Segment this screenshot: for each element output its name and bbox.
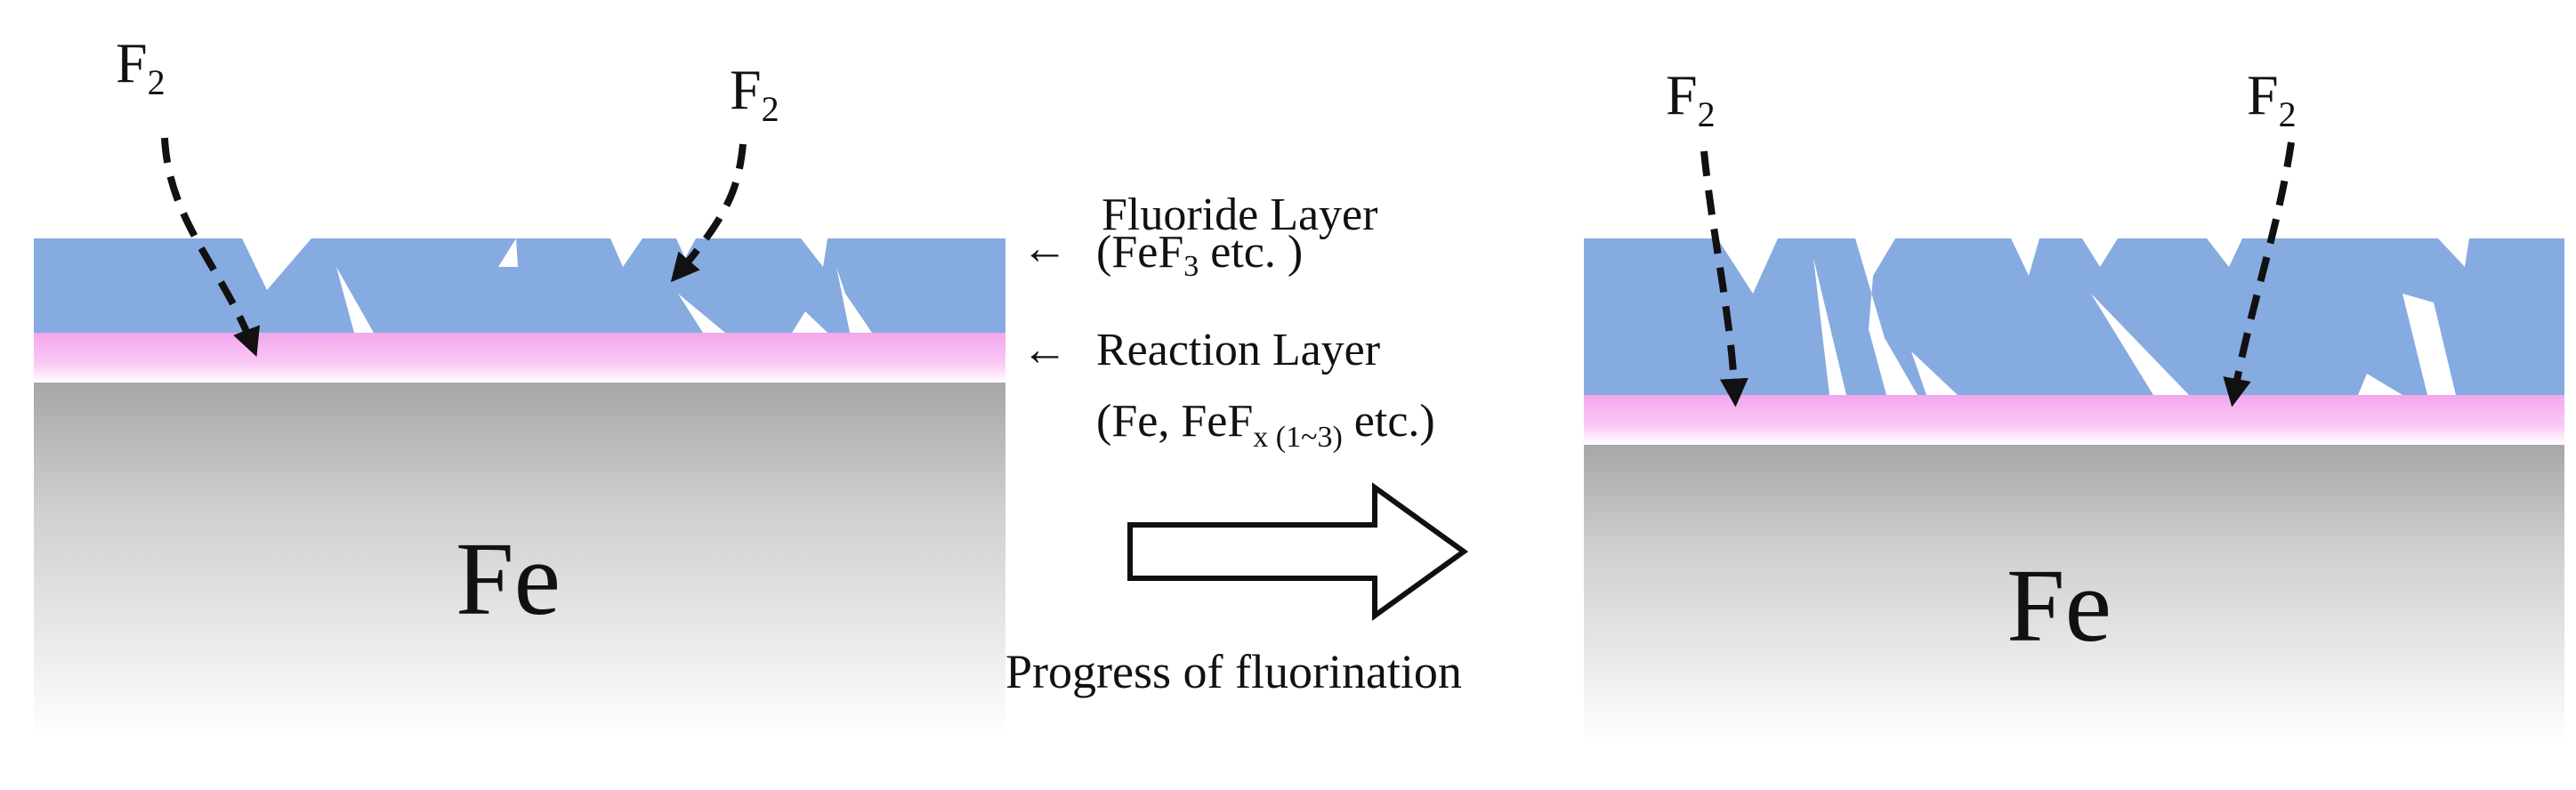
left-f2-label-2: F2 — [730, 58, 779, 129]
right-iron-substrate — [1584, 440, 2564, 743]
fluoride-layer-formula: (FeF3 etc. ) — [1096, 227, 1303, 283]
reaction-pointer-arrow: ← — [1022, 325, 1068, 375]
reaction-layer-formula: (Fe, FeFx (1~3) etc.) — [1096, 396, 1435, 454]
right-reaction-layer — [1584, 395, 2564, 445]
right-f2-arrow-1 — [1700, 150, 1748, 407]
right-arrow-icon — [1127, 482, 1469, 621]
left-f2-label-1: F2 — [116, 31, 166, 102]
left-reaction-layer — [34, 333, 1005, 383]
right-f2-label-2: F2 — [2247, 63, 2297, 134]
layer-annotations: Fluoride Layer ← (FeF3 etc. ) ← Reaction… — [1005, 189, 1469, 698]
right-f2-arrow-2 — [2223, 141, 2295, 407]
left-f2-arrow-1 — [161, 137, 260, 357]
right-panel: F2 F2 Fe — [1584, 63, 2564, 743]
right-f2-label-1: F2 — [1666, 63, 1716, 134]
reaction-layer-title: Reaction Layer — [1096, 325, 1380, 375]
left-panel: F2 F2 Fe — [34, 31, 1005, 738]
fluoride-pointer-arrow: ← — [1022, 223, 1068, 274]
left-iron-substrate — [34, 378, 1005, 738]
left-fluoride-layer — [34, 238, 1005, 333]
left-substrate-label: Fe — [456, 520, 561, 637]
fluoride-layer-title: Fluoride Layer — [1102, 189, 1377, 240]
left-f2-arrow-2 — [670, 143, 747, 283]
right-substrate-label: Fe — [2007, 547, 2112, 664]
progress-caption: Progress of fluorination — [1005, 645, 1462, 698]
right-fluoride-layer — [1584, 238, 2564, 395]
